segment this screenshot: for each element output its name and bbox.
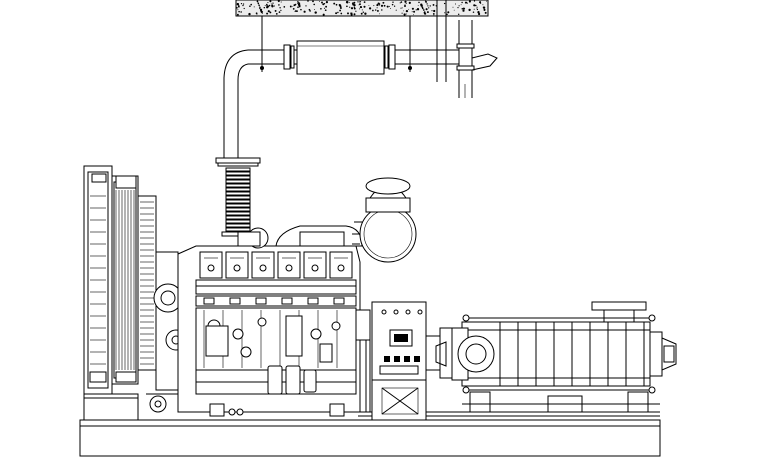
multistage-pump — [451, 301, 677, 413]
coupling — [425, 327, 453, 379]
ceiling-slab — [235, 0, 489, 17]
turbocharger — [237, 221, 366, 249]
exhaust-silencer — [296, 40, 385, 75]
air-filter — [352, 177, 417, 263]
control-panel — [355, 301, 427, 421]
base-frame — [79, 411, 661, 457]
fan-drive — [146, 251, 187, 413]
engine-block — [177, 245, 361, 417]
radiator — [83, 165, 157, 421]
exhaust-pipe — [223, 0, 498, 162]
flexible-bellows — [215, 157, 261, 237]
